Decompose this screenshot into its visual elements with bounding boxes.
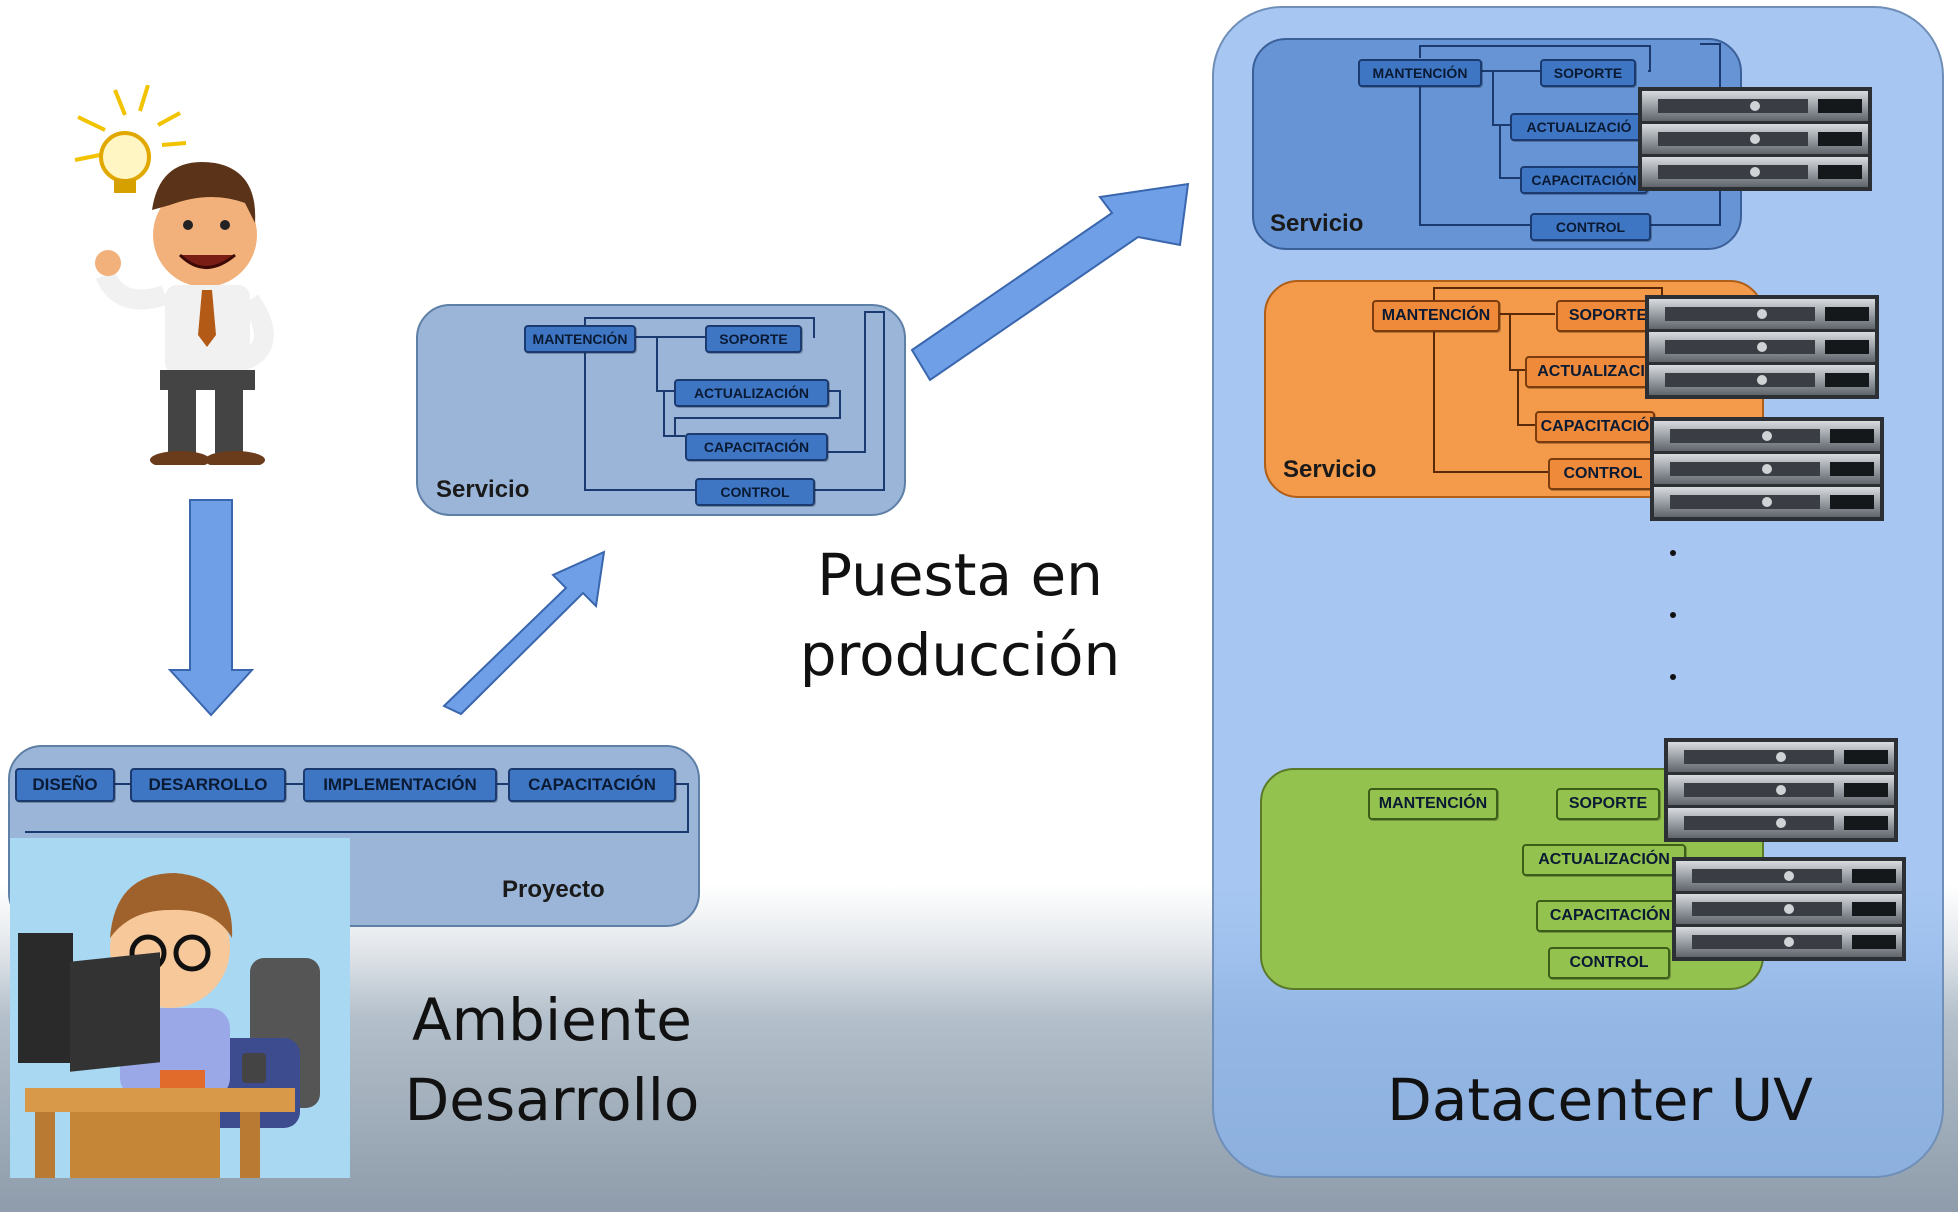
step-actualizacion: ACTUALIZACIÓN [674, 379, 829, 407]
arrow-icon [167, 499, 255, 717]
production-caption-line2: producción [799, 621, 1121, 689]
step-capacitacion: CAPACITACIÓN [1520, 166, 1648, 194]
rack-server-icon [1672, 857, 1906, 961]
dev-caption-line1: Ambiente [412, 986, 692, 1054]
step-control: CONTROL [1548, 458, 1658, 490]
project-step-implementacion: IMPLEMENTACIÓN [303, 768, 497, 802]
lightbulb-icon [74, 85, 187, 193]
step-soporte: SOPORTE [1556, 300, 1660, 332]
step-mantencion: MANTENCIÓN [1372, 300, 1500, 332]
dev-caption-line2: Desarrollo [404, 1066, 700, 1134]
step-actualizacion: ACTUALIZACIÓN [1522, 844, 1686, 876]
ellipsis-dot [1670, 612, 1676, 618]
rack-server-icon [1645, 295, 1879, 399]
service-label-blue: Servicio [1270, 210, 1364, 237]
step-control: CONTROL [1530, 213, 1651, 241]
step-actualizacion: ACTUALIZACI [1525, 356, 1657, 388]
step-mantencion: MANTENCIÓN [1358, 59, 1482, 87]
step-soporte: SOPORTE [1556, 788, 1660, 820]
service-label-dev: Servicio [436, 476, 530, 503]
step-control: CONTROL [1548, 947, 1670, 979]
step-capacitacion: CAPACITACIÓN [685, 433, 828, 461]
project-step-desarrollo: DESARROLLO [130, 768, 286, 802]
step-capacitacion: CAPACITACIÓN [1536, 900, 1684, 932]
arrow-icon [910, 182, 1190, 382]
developer-at-computer-icon [10, 838, 350, 1178]
project-step-diseno: DISEÑO [15, 768, 115, 802]
arrow-icon [442, 550, 606, 716]
rack-server-icon [1638, 87, 1872, 191]
ellipsis-dot [1670, 674, 1676, 680]
step-capacitacion: CAPACITACIÓ [1535, 411, 1655, 443]
step-control: CONTROL [695, 478, 815, 506]
step-mantencion: MANTENCIÓN [524, 325, 636, 353]
step-mantencion: MANTENCIÓN [1368, 788, 1498, 820]
project-label: Proyecto [502, 876, 605, 903]
step-actualizacion: ACTUALIZACIÓ [1510, 113, 1648, 141]
step-soporte: SOPORTE [705, 325, 802, 353]
ellipsis-dot [1670, 550, 1676, 556]
service-panel-dev [416, 304, 906, 516]
businessman-icon [74, 85, 274, 465]
rack-server-icon [1650, 417, 1884, 521]
rack-server-icon [1664, 738, 1898, 842]
service-label-orange: Servicio [1283, 456, 1377, 483]
step-soporte: SOPORTE [1540, 59, 1636, 87]
production-caption-line1: Puesta en [817, 541, 1103, 609]
project-step-capacitacion: CAPACITACIÓN [508, 768, 676, 802]
datacenter-caption: Datacenter UV [1387, 1066, 1813, 1134]
